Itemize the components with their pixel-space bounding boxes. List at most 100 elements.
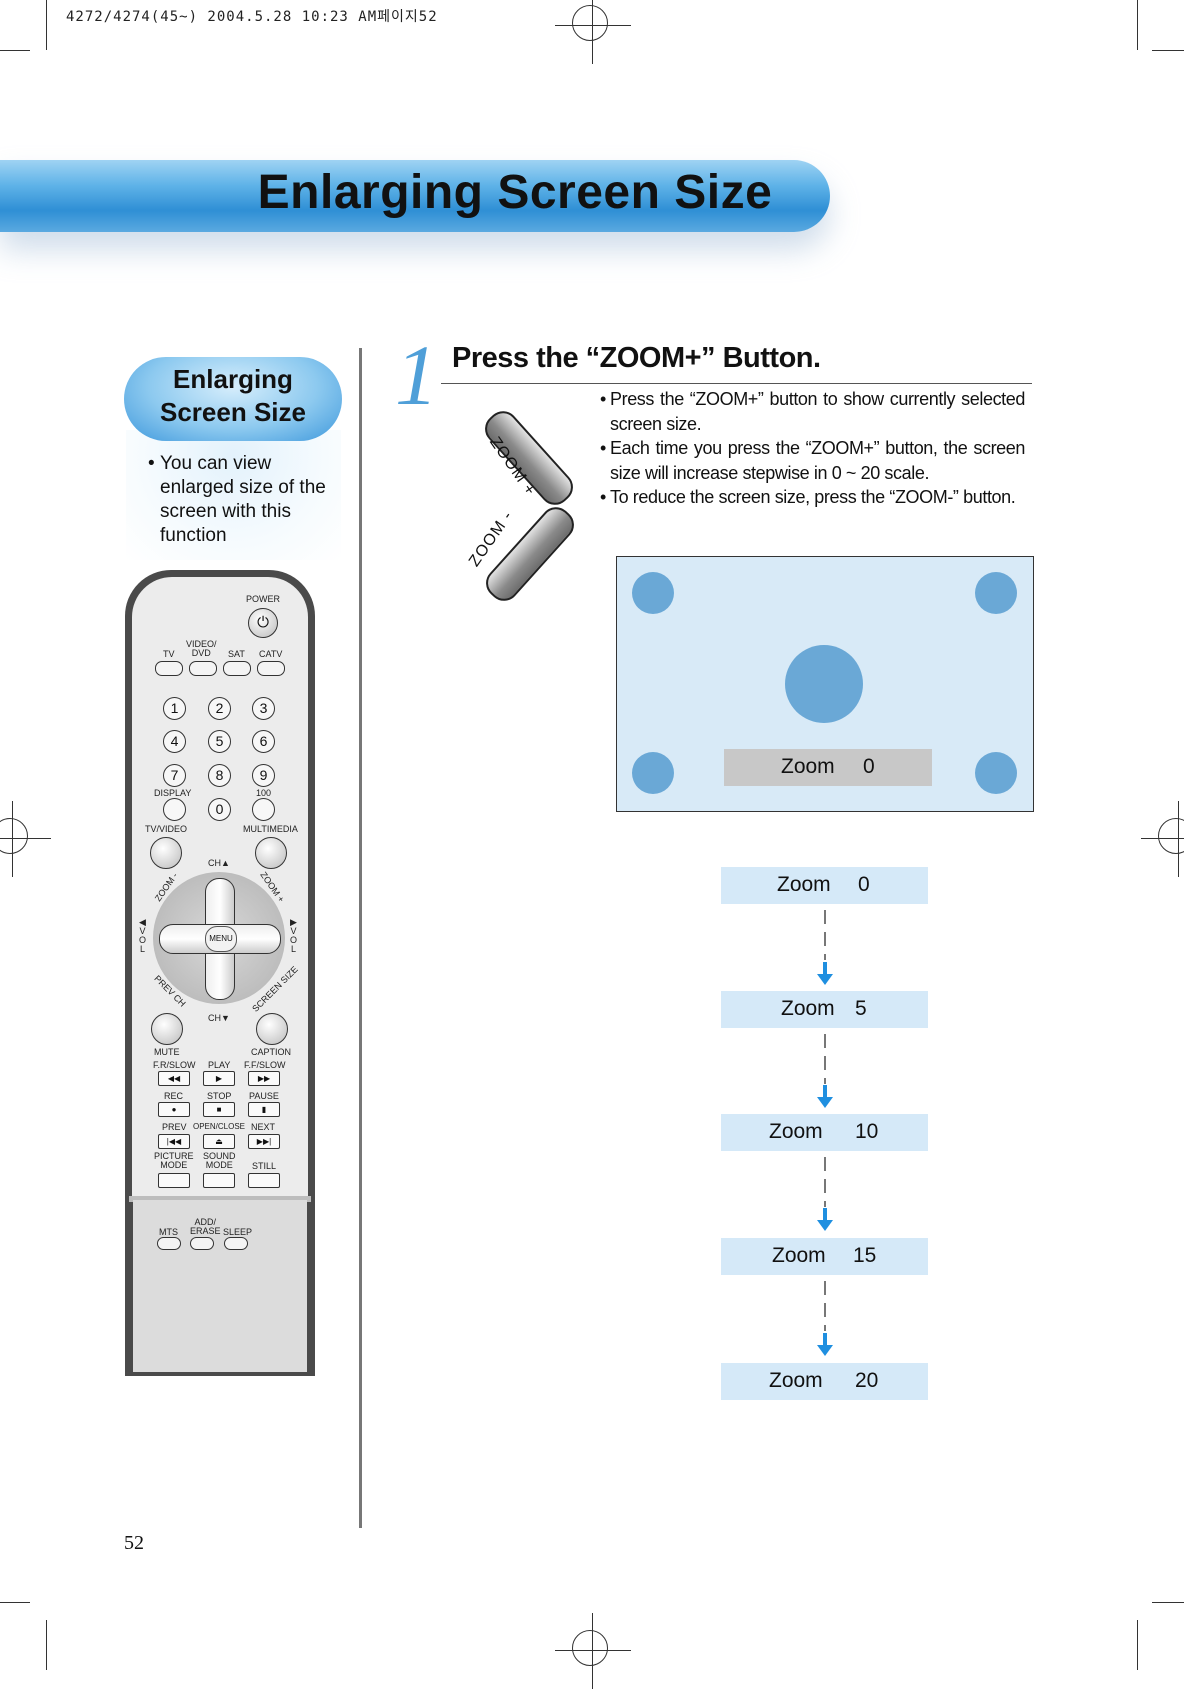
remote-cover bbox=[133, 1200, 307, 1372]
sleep-label: SLEEP bbox=[223, 1227, 253, 1237]
down-arrow-icon bbox=[817, 1085, 833, 1108]
step-underline bbox=[441, 383, 1032, 384]
crop-mark bbox=[1152, 50, 1184, 51]
registration-mark bbox=[0, 801, 51, 877]
step-instructions: Press the “ZOOM+” button to show current… bbox=[600, 387, 1025, 510]
print-slug: 4272/4274(45~) 2004.5.28 10:23 AM페이지52 bbox=[66, 9, 438, 25]
zoom-level-box: Zoom 5 bbox=[721, 991, 928, 1028]
ch-up-label: CH▲ bbox=[208, 858, 230, 868]
corner-dot bbox=[975, 572, 1017, 614]
mts-label: MTS bbox=[159, 1227, 178, 1237]
scale-connector bbox=[824, 1281, 826, 1331]
tv-button bbox=[155, 661, 183, 676]
crop-mark bbox=[1152, 1602, 1184, 1603]
play-label: PLAY bbox=[208, 1060, 231, 1070]
digit-button: 7 bbox=[163, 764, 186, 787]
instruction-item: Each time you press the “ZOOM+” button, … bbox=[600, 436, 1025, 485]
tv-label: TV bbox=[163, 649, 175, 659]
zoom-level-box: Zoom 15 bbox=[721, 1238, 928, 1275]
rewind-button: ◀◀ bbox=[158, 1071, 190, 1086]
zoom-level-box: Zoom 20 bbox=[721, 1363, 928, 1400]
corner-dot bbox=[975, 752, 1017, 794]
corner-dot bbox=[632, 572, 674, 614]
stop-button: ■ bbox=[203, 1102, 235, 1117]
section-description-text: You can view enlarged size of the screen… bbox=[160, 453, 326, 546]
column-divider bbox=[359, 348, 362, 1528]
crop-mark bbox=[46, 1620, 47, 1670]
crop-mark bbox=[46, 0, 47, 50]
remote-rail bbox=[129, 1196, 311, 1202]
page-title: Enlarging Screen Size bbox=[257, 166, 773, 219]
down-arrow-icon bbox=[817, 1208, 833, 1231]
mts-button bbox=[157, 1237, 181, 1250]
crop-mark bbox=[0, 1602, 30, 1603]
next-button: ▶▶| bbox=[248, 1134, 280, 1149]
zoom-level-label: Zoom bbox=[772, 1244, 826, 1267]
crop-mark bbox=[1137, 1620, 1138, 1670]
hundred-button bbox=[252, 798, 275, 821]
page-number: 52 bbox=[124, 1532, 144, 1554]
multimedia-button bbox=[255, 837, 287, 869]
digit-button: 8 bbox=[208, 764, 231, 787]
corner-dot bbox=[632, 752, 674, 794]
zoom-level-value: 15 bbox=[853, 1244, 877, 1267]
vol-right-label: ▶ V O L bbox=[290, 917, 298, 954]
tv-video-label: TV/VIDEO bbox=[145, 824, 188, 834]
mute-label: MUTE bbox=[154, 1047, 180, 1057]
catv-label: CATV bbox=[259, 649, 283, 659]
still-button bbox=[248, 1173, 280, 1188]
caption-button bbox=[256, 1013, 288, 1045]
section-badge bbox=[124, 357, 342, 441]
zoom-level-label: Zoom bbox=[781, 997, 835, 1020]
down-arrow-icon bbox=[817, 1333, 833, 1356]
instruction-item: To reduce the screen size, press the “ZO… bbox=[600, 485, 1025, 510]
prev-label: PREV bbox=[162, 1122, 187, 1132]
picture-mode-button bbox=[158, 1173, 190, 1188]
still-label: STILL bbox=[252, 1161, 277, 1171]
hundred-label: 100 bbox=[256, 788, 272, 798]
sound-mode-label: SOUND MODE bbox=[203, 1151, 236, 1170]
tv-video-button bbox=[150, 837, 182, 869]
down-arrow-icon bbox=[817, 962, 833, 985]
registration-mark bbox=[555, 0, 631, 64]
pause-label: PAUSE bbox=[249, 1091, 279, 1101]
caption-label: CAPTION bbox=[251, 1047, 292, 1057]
digit-button: 1 bbox=[163, 697, 186, 720]
sat-label: SAT bbox=[228, 649, 245, 659]
next-label: NEXT bbox=[251, 1122, 276, 1132]
registration-mark bbox=[1141, 801, 1184, 877]
power-button: ⏻ bbox=[248, 608, 278, 638]
ch-down-label: CH▼ bbox=[208, 1013, 230, 1023]
digit-button: 9 bbox=[252, 764, 275, 787]
sleep-button bbox=[224, 1237, 248, 1250]
catv-button bbox=[257, 661, 285, 676]
eject-button: ⏏ bbox=[203, 1134, 235, 1149]
digit-button: 2 bbox=[208, 697, 231, 720]
mute-button bbox=[151, 1013, 183, 1045]
zoom-level-box: Zoom 0 bbox=[721, 867, 928, 904]
zoom-level-label: Zoom bbox=[769, 1369, 823, 1392]
fast-forward-button: ▶▶ bbox=[248, 1071, 280, 1086]
instruction-item: Press the “ZOOM+” button to show current… bbox=[600, 387, 1025, 436]
zoom-level-label: Zoom bbox=[769, 1120, 823, 1143]
vol-left-label: ◀ V O L bbox=[139, 917, 147, 954]
center-circle bbox=[785, 645, 863, 723]
registration-mark bbox=[555, 1613, 631, 1689]
sound-mode-button bbox=[203, 1173, 235, 1188]
rec-label: REC bbox=[164, 1091, 184, 1101]
crop-mark bbox=[0, 50, 30, 51]
multimedia-label: MULTIMEDIA bbox=[243, 824, 298, 834]
pause-button: ▮ bbox=[248, 1102, 280, 1117]
title-banner bbox=[0, 160, 830, 232]
fr-slow-label: F.R/SLOW bbox=[153, 1060, 196, 1070]
record-button: ● bbox=[158, 1102, 190, 1117]
add-erase-button bbox=[190, 1237, 214, 1250]
ff-slow-label: F.F/SLOW bbox=[244, 1060, 286, 1070]
digit-button: 5 bbox=[208, 730, 231, 753]
digit-button: 4 bbox=[163, 730, 186, 753]
power-label: POWER bbox=[246, 594, 281, 604]
zoom-level-value: 20 bbox=[855, 1369, 879, 1392]
zoom-level-value: 5 bbox=[855, 997, 867, 1020]
play-button: ▶ bbox=[203, 1071, 235, 1086]
add-erase-label: ADD/ ERASE bbox=[190, 1217, 221, 1236]
